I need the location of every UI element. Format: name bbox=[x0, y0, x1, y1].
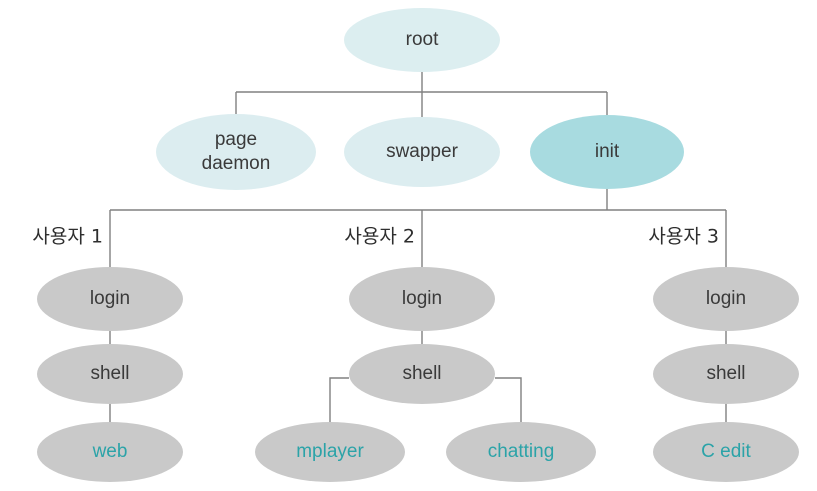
node-shape-login1 bbox=[37, 267, 183, 331]
node-label-root: root bbox=[406, 29, 439, 50]
node-root[interactable]: root bbox=[344, 8, 500, 72]
node-init[interactable]: init bbox=[530, 115, 684, 189]
edge-shell2-right bbox=[495, 377, 522, 423]
node-label-shell2: shell bbox=[402, 363, 441, 384]
node-web[interactable]: web bbox=[37, 422, 183, 482]
node-shape-swapper bbox=[344, 117, 500, 187]
node-login3[interactable]: login bbox=[653, 267, 799, 331]
node-label-shell3: shell bbox=[706, 363, 745, 384]
node-shape-shell2 bbox=[349, 344, 495, 404]
node-shape-chatting bbox=[446, 422, 596, 482]
node-layer: root page daemon swapper init login shell web lo… bbox=[37, 8, 799, 482]
user-label-layer: 사용자 1 사용자 2 사용자 3 bbox=[32, 226, 719, 248]
node-label-swapper: swapper bbox=[386, 141, 458, 162]
edge-shell2-left bbox=[329, 377, 349, 423]
node-pagedaemon[interactable]: page daemon bbox=[156, 114, 316, 190]
node-shape-root bbox=[344, 8, 500, 72]
node-label-pagedaemon: daemon bbox=[202, 153, 271, 174]
node-label-mplayer: mplayer bbox=[296, 441, 364, 462]
node-shell3[interactable]: shell bbox=[653, 344, 799, 404]
node-shape-web bbox=[37, 422, 183, 482]
node-label-cedit: C edit bbox=[701, 441, 751, 462]
node-label-chatting: chatting bbox=[488, 441, 555, 462]
user-label-user2: 사용자 2 bbox=[344, 226, 415, 248]
node-shell2[interactable]: shell bbox=[349, 344, 495, 404]
node-cedit[interactable]: C edit bbox=[653, 422, 799, 482]
node-shape-login2 bbox=[349, 267, 495, 331]
node-shape-mplayer bbox=[255, 422, 405, 482]
node-shape-shell1 bbox=[37, 344, 183, 404]
node-shell1[interactable]: shell bbox=[37, 344, 183, 404]
node-swapper[interactable]: swapper bbox=[344, 117, 500, 187]
node-label-web: web bbox=[92, 441, 128, 462]
node-label-login1: login bbox=[90, 288, 130, 309]
node-label-init: init bbox=[595, 141, 620, 162]
node-shape-shell3 bbox=[653, 344, 799, 404]
edge-layer bbox=[109, 72, 727, 423]
node-chatting[interactable]: chatting bbox=[446, 422, 596, 482]
node-label-pagedaemon: page bbox=[215, 129, 257, 150]
node-shape-cedit bbox=[653, 422, 799, 482]
node-shape-init bbox=[530, 115, 684, 189]
user-label-user1: 사용자 1 bbox=[32, 226, 103, 248]
node-login2[interactable]: login bbox=[349, 267, 495, 331]
user-label-user3: 사용자 3 bbox=[648, 226, 719, 248]
node-label-login3: login bbox=[706, 288, 746, 309]
node-shape-pagedaemon bbox=[156, 114, 316, 190]
node-label-shell1: shell bbox=[90, 363, 129, 384]
node-mplayer[interactable]: mplayer bbox=[255, 422, 405, 482]
node-label-login2: login bbox=[402, 288, 442, 309]
node-login1[interactable]: login bbox=[37, 267, 183, 331]
node-shape-login3 bbox=[653, 267, 799, 331]
